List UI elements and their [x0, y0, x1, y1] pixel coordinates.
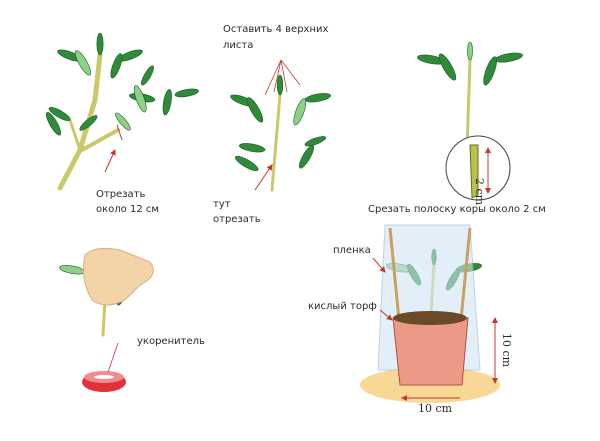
leaf: [304, 93, 331, 103]
leaf: [467, 41, 473, 61]
leaf: [115, 112, 131, 131]
keep-leaves-label-1: Оставить 4 верхних: [223, 24, 329, 35]
keep-leaves-label-2: листа: [223, 40, 254, 51]
pot-height-label: 10 cm: [500, 333, 513, 368]
leaf: [494, 52, 523, 63]
leaf: [45, 112, 62, 136]
leaf: [133, 85, 147, 113]
leaf: [483, 56, 497, 86]
leaf: [110, 53, 123, 79]
leaf: [79, 115, 98, 131]
peat-soil: [393, 311, 467, 325]
leaf: [246, 97, 264, 123]
leaf: [96, 32, 104, 56]
peat-label: кислый торф: [308, 301, 377, 312]
cut-arrow: [104, 149, 116, 173]
support-stick: [458, 227, 472, 331]
leaf: [293, 98, 307, 126]
leaf: [304, 136, 327, 147]
leaf: [162, 89, 172, 116]
leaf: [239, 143, 266, 153]
film-arrow: [372, 257, 386, 273]
leaf: [235, 155, 259, 172]
film-label: пленка: [333, 245, 371, 256]
flower-pot: [392, 317, 469, 386]
leaf: [48, 107, 71, 121]
leaf: [174, 88, 199, 98]
cut-label-1: Отрезать: [96, 189, 146, 200]
bark-strip: [469, 144, 479, 199]
leaf: [298, 145, 315, 169]
support-stick: [388, 227, 402, 331]
cut-label-2: около 12 см: [96, 204, 159, 215]
rooter-line: [107, 342, 119, 373]
bark-strip-caption: Срезать полоску коры около 2 см: [368, 204, 546, 215]
leaf: [438, 53, 457, 81]
pot-width-label: 10 cm: [418, 402, 453, 415]
bark-measure-label: 2 cm: [473, 178, 486, 206]
peat-arrow: [379, 309, 393, 321]
hand: [83, 247, 154, 306]
leaf: [141, 65, 154, 86]
leaf: [276, 74, 284, 96]
cut-here-label-1: тут: [213, 199, 231, 210]
cut-here-arrow: [254, 164, 273, 191]
cut-mark: [116, 124, 123, 141]
leaf: [74, 50, 92, 76]
leaf-pointer-lines: [264, 59, 301, 96]
rooter-label: укоренитель: [137, 336, 205, 347]
leaf: [59, 265, 86, 275]
cut-here-label-2: отрезать: [213, 214, 261, 225]
